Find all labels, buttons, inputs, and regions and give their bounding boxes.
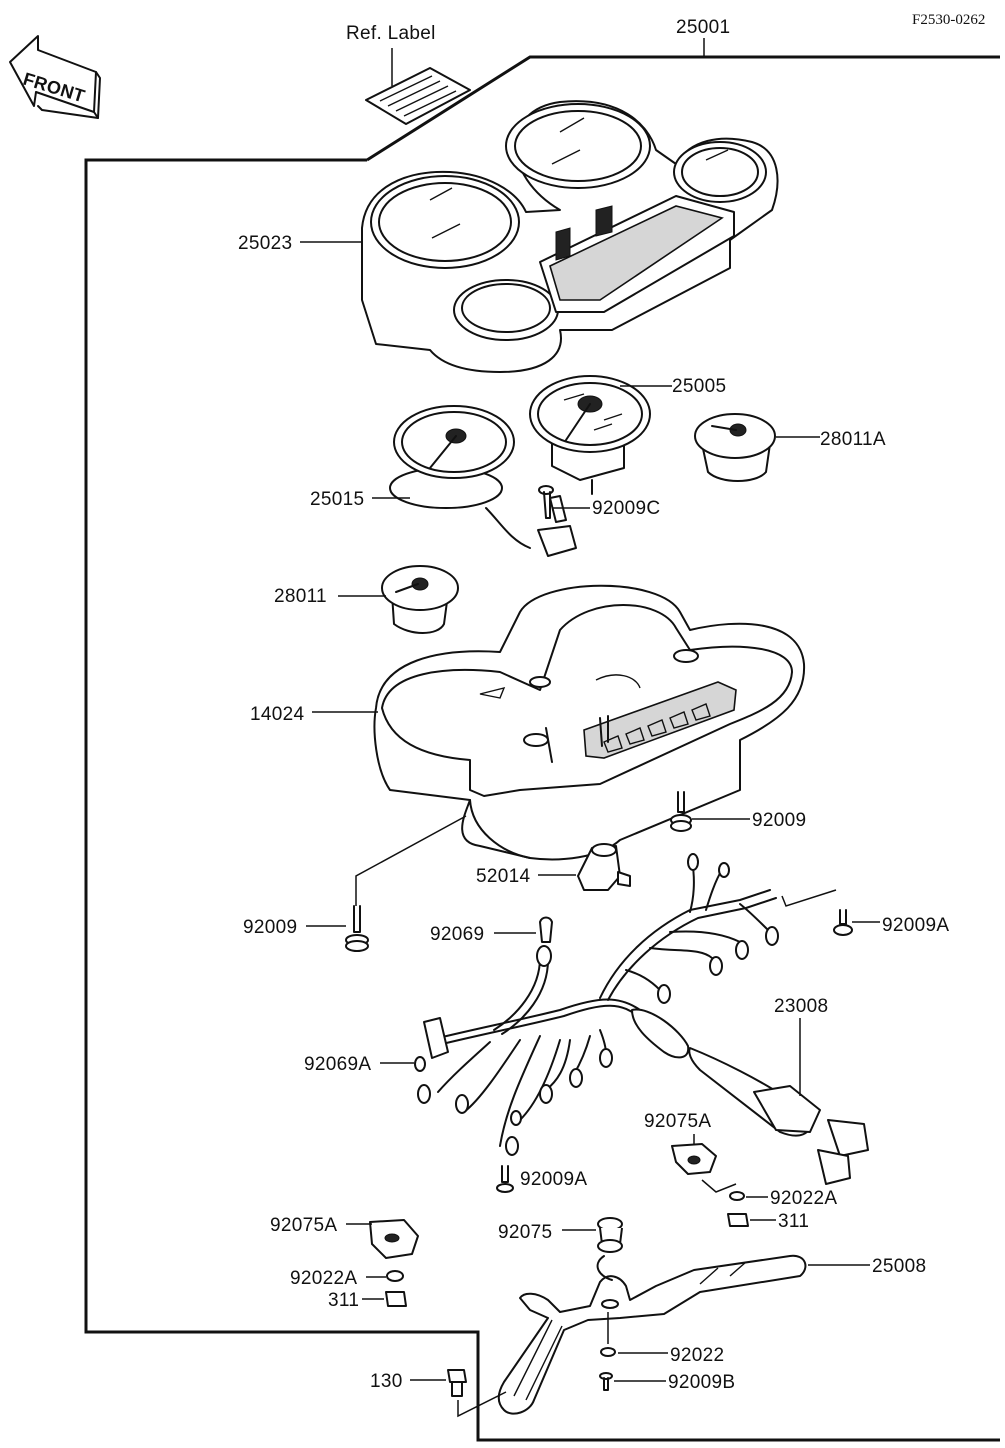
label-25005: 25005 (672, 376, 726, 397)
label-130: 130 (370, 1371, 403, 1392)
label-92009b: 92009B (668, 1372, 735, 1393)
nut-311-left (385, 1291, 407, 1307)
label-311-left: 311 (328, 1290, 359, 1311)
label-92075: 92075 (498, 1222, 552, 1243)
gauge-28011 (381, 565, 459, 634)
damper-92075a-right (671, 1143, 717, 1175)
label-25023: 25023 (238, 233, 292, 254)
label-28011: 28011 (274, 586, 327, 607)
label-92069a: 92069A (304, 1054, 371, 1075)
label-28011a: 28011A (820, 429, 886, 450)
label-92009a-lower: 92009A (520, 1169, 587, 1190)
label-92009a-right: 92009A (882, 915, 949, 936)
nut-311-right (727, 1213, 749, 1227)
label-92009-left: 92009 (243, 917, 297, 938)
screw-92009-upper (670, 791, 692, 832)
tachometer (389, 405, 577, 557)
screw-92009a-right (833, 909, 853, 936)
damper-92075a-left (369, 1219, 419, 1259)
label-23008: 23008 (774, 996, 828, 1017)
screw-92009c (538, 485, 554, 519)
label-311-right: 311 (778, 1211, 809, 1232)
ref-label-sticker (365, 48, 471, 125)
front-arrow-icon: FRONT (9, 35, 101, 119)
label-92009c: 92009C (592, 498, 660, 519)
wiring-harness (414, 853, 869, 1185)
screw-92009-left (345, 905, 369, 952)
label-92022a-right: 92022A (770, 1188, 837, 1209)
label-14024: 14024 (250, 704, 304, 725)
bulb-92069 (539, 916, 553, 943)
grommet-92075 (597, 1217, 623, 1253)
label-92009-upper: 92009 (752, 810, 806, 831)
label-92075a-right: 92075A (644, 1111, 711, 1132)
washer-92022a-right (729, 1191, 745, 1201)
ref-label-text: Ref. Label (346, 23, 436, 44)
label-92022: 92022 (670, 1345, 724, 1366)
gauge-28011a (694, 413, 776, 482)
bracket-25008 (497, 1254, 807, 1415)
figure-code: F2530-0262 (912, 12, 985, 28)
label-92022a-left: 92022A (290, 1268, 357, 1289)
label-25008: 25008 (872, 1256, 926, 1277)
washer-92022 (600, 1347, 616, 1357)
bolt-130 (447, 1369, 467, 1397)
washer-92022a-left (386, 1270, 404, 1282)
label-25001: 25001 (676, 17, 730, 38)
screw-92009a-lower (496, 1165, 514, 1193)
sensor-52014 (577, 843, 631, 891)
assembly-boundary (84, 55, 1000, 1442)
label-92069: 92069 (430, 924, 484, 945)
label-52014: 52014 (476, 866, 530, 887)
label-25015: 25015 (310, 489, 364, 510)
label-92075a-left: 92075A (270, 1215, 337, 1236)
speedometer (529, 375, 651, 495)
screw-92009b (599, 1372, 613, 1391)
lower-meter-case (373, 584, 806, 861)
upper-meter-case (361, 100, 779, 373)
